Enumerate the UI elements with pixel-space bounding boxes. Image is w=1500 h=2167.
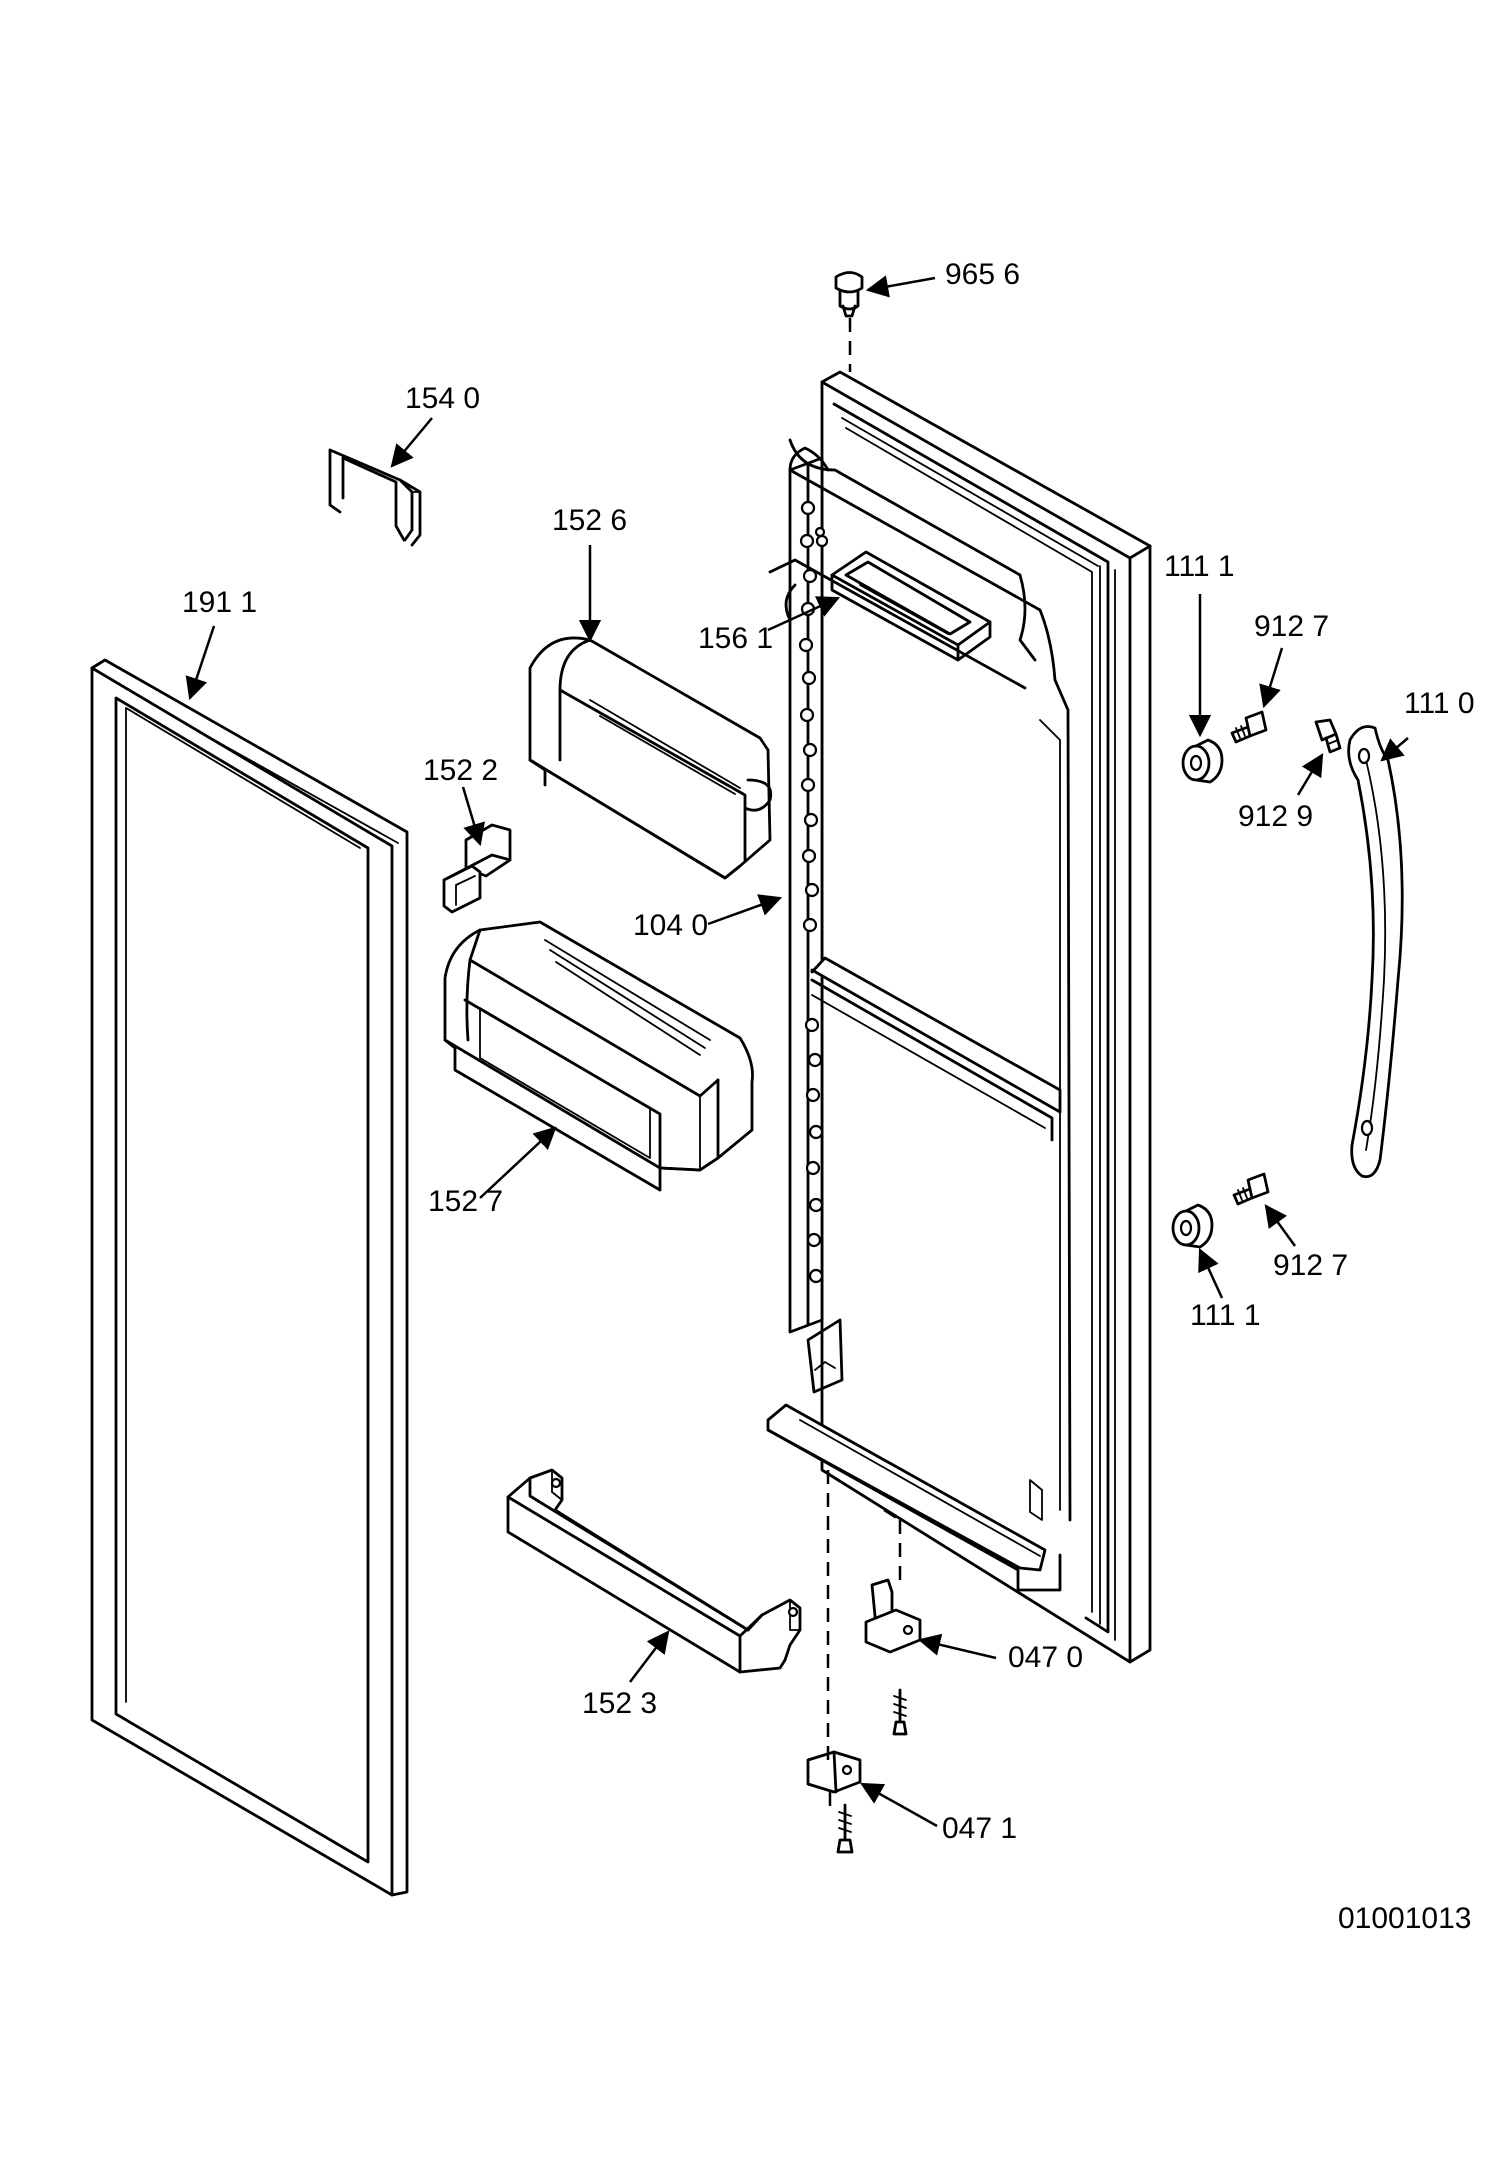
callout-047-1: 047 1 (942, 1812, 1017, 1845)
door-gasket (90, 658, 409, 1897)
callout-152-6: 152 6 (552, 504, 627, 537)
callout-047-0: 047 0 (1008, 1641, 1083, 1674)
callout-152-3: 152 3 (582, 1687, 657, 1720)
callout-111-1-top: 111 1 (1164, 550, 1235, 583)
callout-104-0: 104 0 (633, 909, 708, 942)
callout-912-7-top: 912 7 (1254, 610, 1329, 643)
callout-154-0: 154 0 (405, 382, 480, 415)
callout-912-7-bottom: 912 7 (1273, 1249, 1348, 1282)
callout-111-0: 111 0 (1404, 687, 1475, 720)
callout-912-9: 912 9 (1238, 800, 1313, 833)
dairy-compartment-cover (528, 636, 773, 880)
retainer-clip (328, 448, 422, 547)
top-hinge-plug (834, 271, 864, 318)
top-door-shelf (830, 550, 992, 662)
callout-labels: 965 6 154 0 152 6 156 1 191 1 152 2 104 … (182, 258, 1475, 1935)
bottom-door-bin (506, 1468, 802, 1674)
callout-152-2: 152 2 (423, 754, 498, 787)
callout-191-1: 191 1 (182, 586, 257, 619)
handle-screw-bottom (1232, 1172, 1270, 1206)
callout-111-1-bottom: 111 1 (1190, 1299, 1261, 1332)
handle-spacer-top (1181, 738, 1224, 784)
assembly-lines (826, 318, 902, 1810)
callout-965-6: 965 6 (945, 258, 1020, 291)
handle-spacer-bottom (1171, 1203, 1214, 1249)
bottom-hinge-bracket (806, 1750, 862, 1854)
callout-156-1: 156 1 (698, 622, 773, 655)
inner-door-liner (766, 370, 1152, 1664)
handle-screw-side (1314, 718, 1342, 754)
door-handle (1347, 725, 1404, 1179)
callout-152-7: 152 7 (428, 1185, 503, 1218)
handle-screw-top (1230, 710, 1268, 744)
leader-arrows (185, 275, 1409, 1828)
door-hinge-pin (864, 1578, 922, 1736)
door-bin (443, 920, 754, 1192)
drawing-number: 01001013 (1338, 1902, 1471, 1935)
